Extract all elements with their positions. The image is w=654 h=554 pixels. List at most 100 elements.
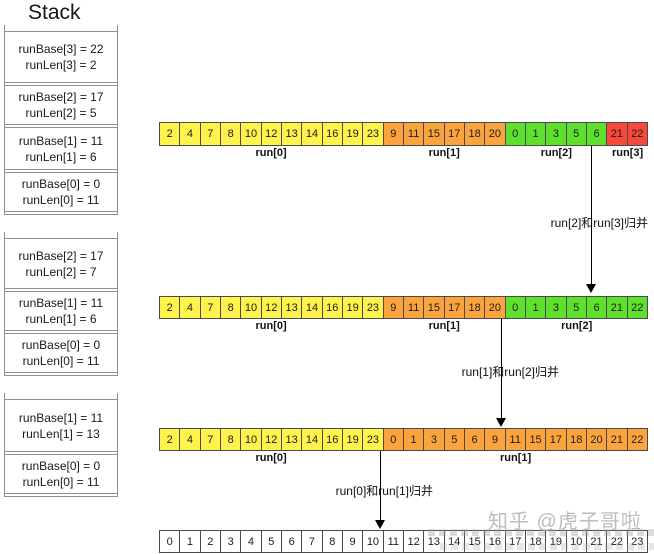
- array-cell: 1: [524, 122, 547, 146]
- merge-arrow: [591, 146, 592, 285]
- run-len-text: runLen[0] = 11: [22, 475, 100, 489]
- array-cell: 7: [199, 428, 221, 451]
- run-len-text: runLen[0] = 11: [22, 193, 100, 207]
- array-cell: 3: [545, 296, 567, 319]
- array-cell: 13: [423, 530, 445, 553]
- merge-label: run[0]和run[1]归并: [335, 484, 433, 498]
- merge-arrow: [501, 319, 502, 419]
- array-cell: 10: [362, 530, 384, 553]
- array-cell: 7: [199, 296, 221, 319]
- run-len-text: runLen[3] = 2: [25, 58, 97, 72]
- array-cell: 8: [219, 122, 242, 146]
- run-label: run[2]: [540, 147, 572, 159]
- array-cell: 10: [240, 122, 262, 146]
- run-label: run[0]: [255, 452, 287, 464]
- merge-label: run[2]和run[3]归并: [550, 216, 648, 230]
- merge-arrow: [380, 451, 381, 521]
- array-cell: 4: [179, 428, 201, 451]
- array-cell: 17: [443, 296, 465, 319]
- array-cell: 11: [402, 296, 425, 319]
- watermark-noise: [440, 543, 654, 550]
- watermark-noise: [428, 529, 654, 536]
- array-cell: 21: [606, 428, 628, 451]
- array-cell: 3: [545, 122, 567, 146]
- run-label: run[3]: [612, 147, 644, 159]
- array-cell: 14: [301, 122, 323, 146]
- array-cell: 7: [199, 122, 221, 146]
- array-cell: 23: [626, 530, 648, 553]
- run-base-text: runBase[0] = 0: [21, 459, 101, 473]
- array-cell: 3: [423, 428, 445, 451]
- stack-title: Stack: [28, 1, 81, 24]
- stack-snapshot: runBase[3] = 22 runLen[3] = 2 runBase[2] =…: [4, 25, 118, 215]
- run-len-text: runLen[0] = 11: [22, 354, 100, 368]
- array-cell: 4: [240, 530, 262, 553]
- array-cell: 15: [524, 428, 547, 451]
- array-cell: 12: [260, 428, 282, 451]
- run-len-text: runLen[1] = 13: [22, 426, 100, 441]
- array-cell: 13: [280, 296, 303, 319]
- array-cell: 14: [301, 428, 323, 451]
- run-base-text: runBase[0] = 0: [21, 338, 101, 352]
- array-cell: 16: [321, 122, 343, 146]
- array-cell: 0: [382, 428, 404, 451]
- stack-frame: runBase[0] = 0 runLen[0] = 11: [4, 454, 118, 494]
- run-base-text: runBase[0] = 0: [21, 177, 101, 191]
- array-cell: 1: [179, 530, 201, 553]
- run-base-text: runBase[1] = 11: [18, 410, 104, 425]
- array-cell: 8: [219, 428, 242, 451]
- run-base-text: runBase[3] = 22: [18, 42, 104, 56]
- arrow-down-icon: [496, 418, 506, 427]
- array-cell: 8: [219, 296, 242, 319]
- run-len-text: runLen[1] = 6: [25, 149, 97, 164]
- array-cell: 14: [301, 296, 323, 319]
- array-cell: 22: [626, 428, 648, 451]
- array-cell: 3: [219, 530, 242, 553]
- run-len-text: runLen[2] = 7: [25, 264, 97, 279]
- array-cell: 13: [280, 122, 303, 146]
- run-label: run[1]: [428, 320, 460, 332]
- array-cell: 18: [524, 530, 547, 553]
- run-base-text: runBase[2] = 17: [18, 248, 104, 263]
- array-cell: 23: [362, 122, 384, 146]
- array-cell: 6: [585, 296, 608, 319]
- run-base-text: runBase[2] = 17: [18, 90, 104, 104]
- stack-frame: runBase[0] = 0 runLen[0] = 11: [4, 172, 118, 212]
- array-cell: 1: [402, 428, 425, 451]
- array-cell: 7: [301, 530, 323, 553]
- merge-label: run[1]和run[2]归并: [461, 365, 559, 379]
- array-cell: 0: [504, 122, 526, 146]
- array-cell: 9: [382, 296, 404, 319]
- array-cell: 17: [545, 428, 567, 451]
- array-cell: 17: [443, 122, 465, 146]
- array-cell: 15: [423, 122, 445, 146]
- run-label: run[0]: [255, 147, 287, 159]
- array-cell: 4: [179, 122, 201, 146]
- array-cell: 18: [463, 122, 486, 146]
- array-cell: 20: [585, 428, 608, 451]
- run-len-text: runLen[1] = 6: [25, 312, 97, 326]
- array-cell: 5: [565, 296, 587, 319]
- array-cell: 8: [321, 530, 343, 553]
- array-cell: 22: [626, 296, 648, 319]
- array-cell: 5: [565, 122, 587, 146]
- array-cell: 23: [362, 296, 384, 319]
- array-cell: 19: [341, 122, 364, 146]
- array-cell: 6: [585, 122, 608, 146]
- run-label: run[1]: [428, 147, 460, 159]
- array-cell: 2: [159, 122, 181, 146]
- array-cell: 1: [524, 296, 547, 319]
- array-cell: 14: [443, 530, 465, 553]
- array-cell: 9: [382, 122, 404, 146]
- array-cell: 13: [280, 428, 303, 451]
- stack-frame: runBase[0] = 0 runLen[0] = 11: [4, 333, 118, 373]
